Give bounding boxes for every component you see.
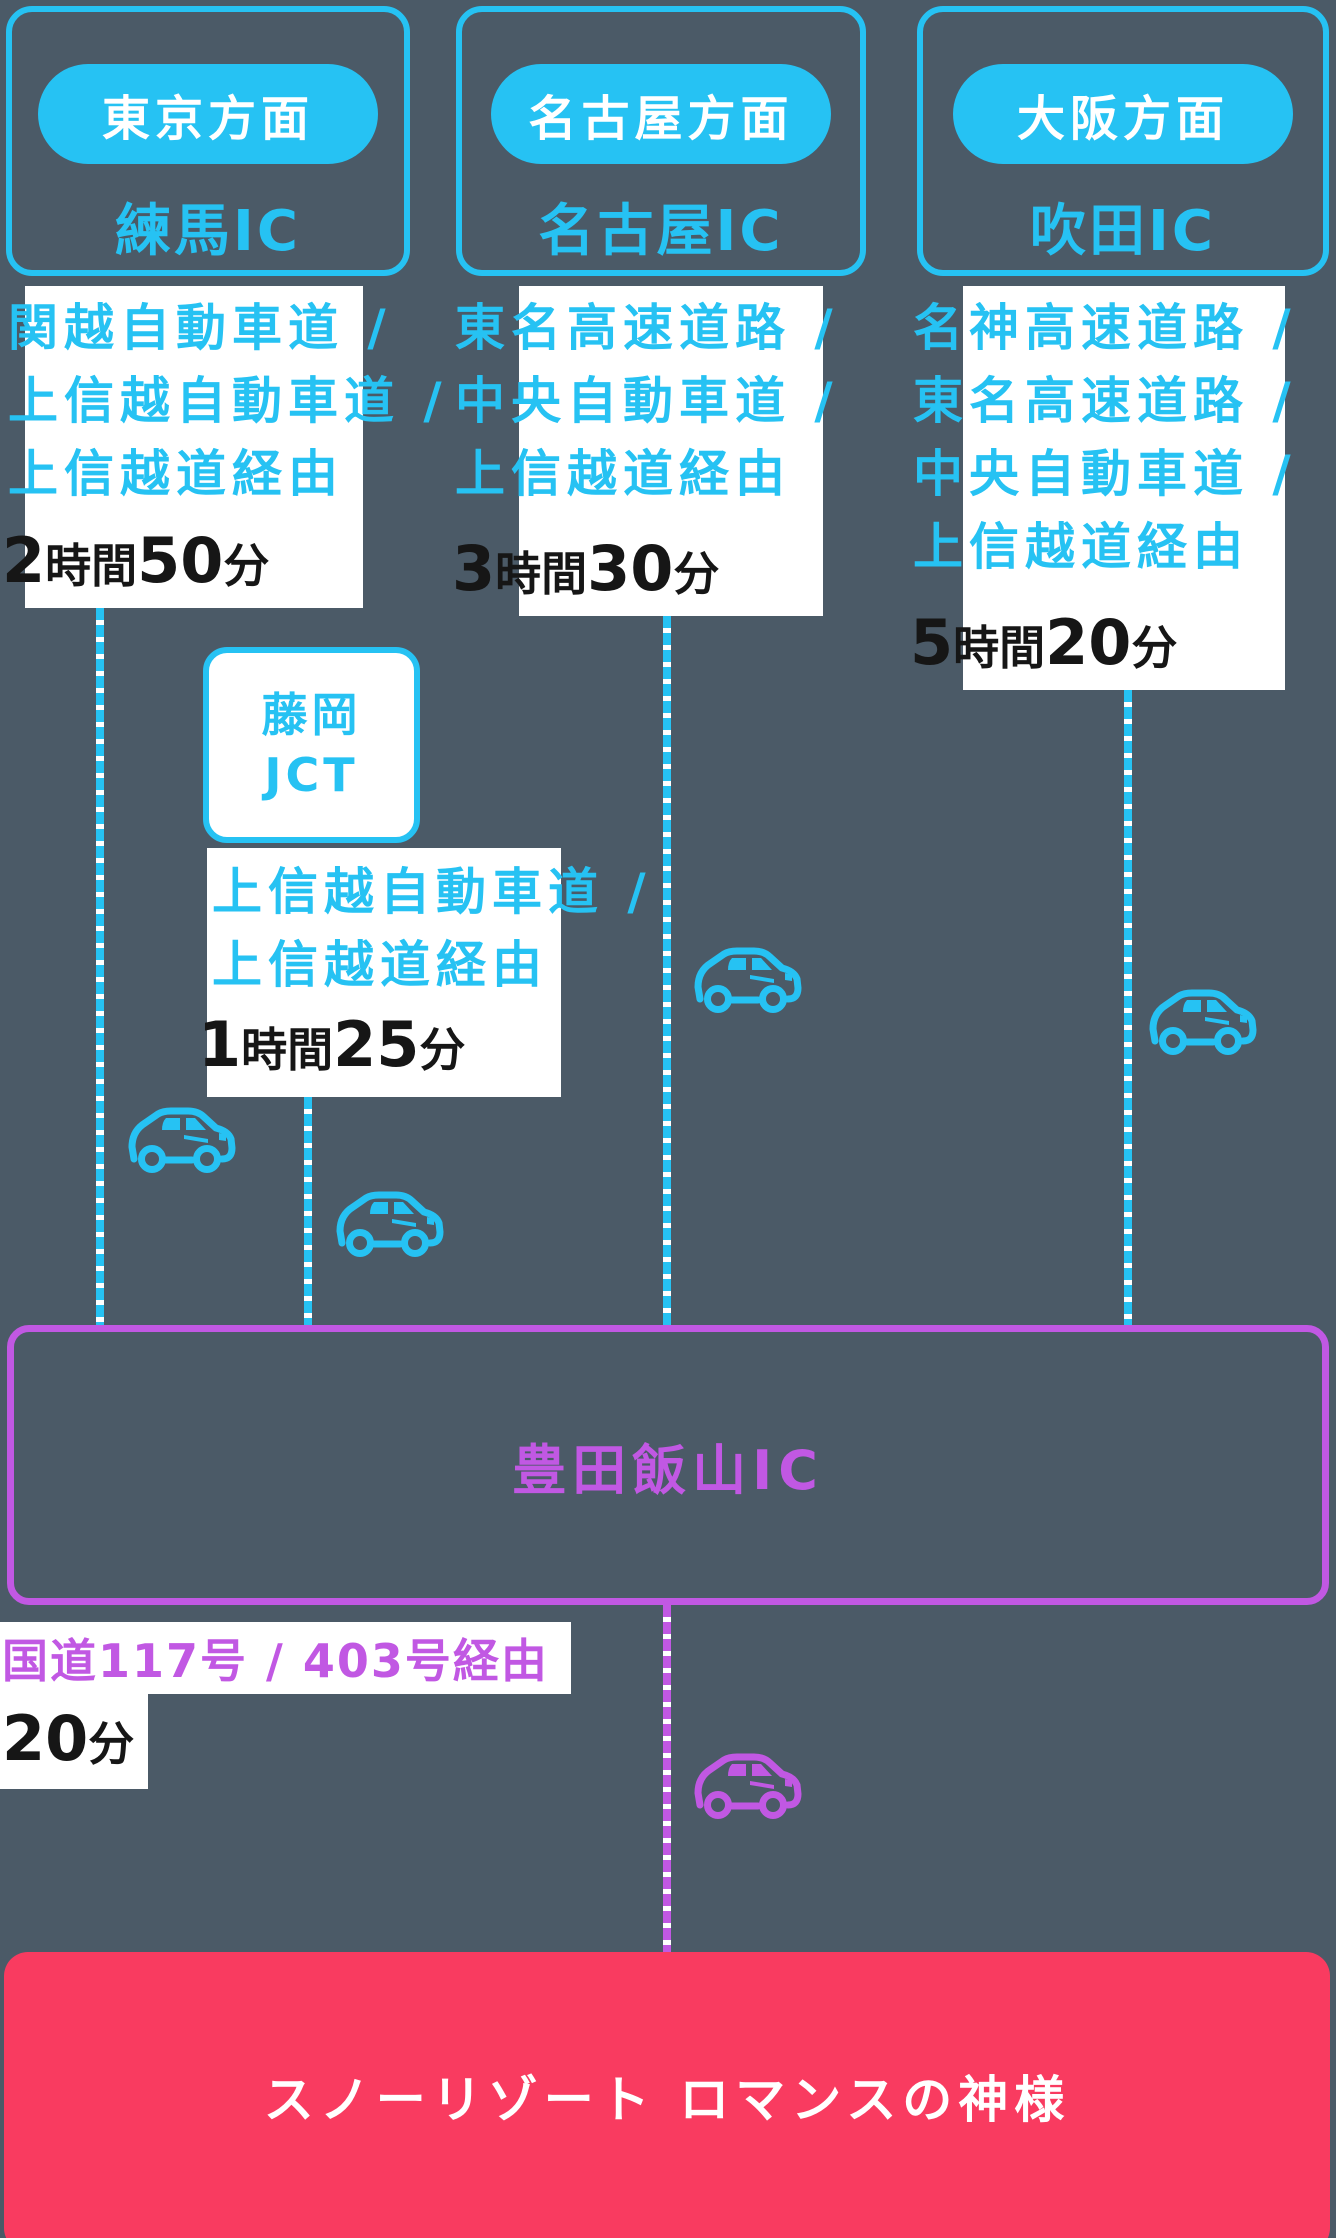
duration-hours: 2 [2,524,46,597]
duration-tokyo: 2時間50分 [2,524,269,597]
via-line: 中央自動車道 / [913,445,1297,503]
junction-name-line2: JCT [264,748,359,802]
via-line: 上信越道経由 [212,936,548,994]
ic-label-nerima: 練馬IC [115,199,301,264]
duration-hours: 5 [910,606,954,679]
destination-label: スノーリゾート ロマンスの神様 [263,2071,1071,2129]
hub-ic-label: 豊田飯山IC [512,1438,824,1502]
duration-junction: 1時間25分 [198,1008,465,1081]
origin-box-nagoya: 名古屋方面 名古屋IC [456,6,866,276]
route-line-junction [304,1097,312,1325]
direction-badge-tokyo: 東京方面 [38,64,378,164]
route-via-osaka: 名神高速道路 / 東名高速道路 / 中央自動車道 / 上信越道経由 [913,292,1297,584]
duration-minutes: 30 [587,532,674,605]
via-line: 関越自動車道 / [8,299,392,357]
duration-hours-unit: 時間 [45,539,138,593]
route-line-tokyo [96,608,104,1325]
duration-minutes-unit: 分 [88,1717,135,1771]
duration-hours-unit: 時間 [495,547,588,601]
ic-label-suita: 吹田IC [1030,199,1216,264]
via-line: 上信越自動車道 / [8,372,448,430]
route-card-osaka [963,286,1285,690]
duration-minutes-unit: 分 [673,547,720,601]
local-route-via: 国道117号 / 403号経由 [0,1622,571,1694]
local-route-duration: 20分 [0,1694,149,1789]
duration-hours-unit: 時間 [241,1023,334,1077]
hub-box-toyota-iiyama: 豊田飯山IC [7,1325,1329,1605]
duration-nagoya: 3時間30分 [452,532,719,605]
car-icon [330,1186,448,1260]
duration-minutes: 20 [1045,606,1132,679]
junction-box-fujioka: 藤岡 JCT [203,647,420,843]
route-line-nagoya [663,616,671,1325]
duration-minutes-unit: 分 [223,539,270,593]
route-card-junction [207,848,561,1097]
duration-osaka: 5時間20分 [910,606,1177,679]
route-via-tokyo: 関越自動車道 / 上信越自動車道 / 上信越道経由 [8,292,448,511]
via-line: 上信越道経由 [8,445,344,503]
via-line: 名神高速道路 / [913,299,1297,357]
duration-hours: 1 [198,1008,242,1081]
duration-minutes: 50 [137,524,224,597]
car-icon [1143,984,1261,1058]
duration-minutes-unit: 分 [419,1023,466,1077]
route-card-nagoya [519,286,823,616]
origin-box-tokyo: 東京方面 練馬IC [6,6,410,276]
ic-label-nagoya: 名古屋IC [538,199,784,264]
via-line: 上信越自動車道 / [212,863,652,921]
duration-minutes-unit: 分 [1131,621,1178,675]
destination-box: スノーリゾート ロマンスの神様 [4,1952,1330,2238]
via-line: 上信越道経由 [455,445,791,503]
direction-badge-nagoya: 名古屋方面 [491,64,831,164]
route-card-tokyo [25,286,363,608]
car-icon [122,1102,240,1176]
duration-minutes: 25 [333,1008,420,1081]
junction-name-line1: 藤岡 [261,688,362,742]
origin-box-osaka: 大阪方面 吹田IC [917,6,1329,276]
route-via-junction: 上信越自動車道 / 上信越道経由 [212,856,652,1002]
car-icon [688,942,806,1016]
direction-label: 東京方面 [101,91,314,147]
route-via-nagoya: 東名高速道路 / 中央自動車道 / 上信越道経由 [455,292,839,511]
via-line: 東名高速道路 / [455,299,839,357]
via-line: 中央自動車道 / [455,372,839,430]
duration-hours-unit: 時間 [953,621,1046,675]
direction-badge-osaka: 大阪方面 [953,64,1293,164]
via-line: 上信越道経由 [913,518,1249,576]
car-icon [688,1748,806,1822]
via-line: 東名高速道路 / [913,372,1297,430]
direction-label: 名古屋方面 [528,91,794,147]
duration-minutes: 20 [2,1702,89,1775]
route-line-osaka [1124,690,1132,1325]
route-line-local [663,1605,671,1952]
direction-label: 大阪方面 [1016,91,1229,147]
duration-hours: 3 [452,532,496,605]
